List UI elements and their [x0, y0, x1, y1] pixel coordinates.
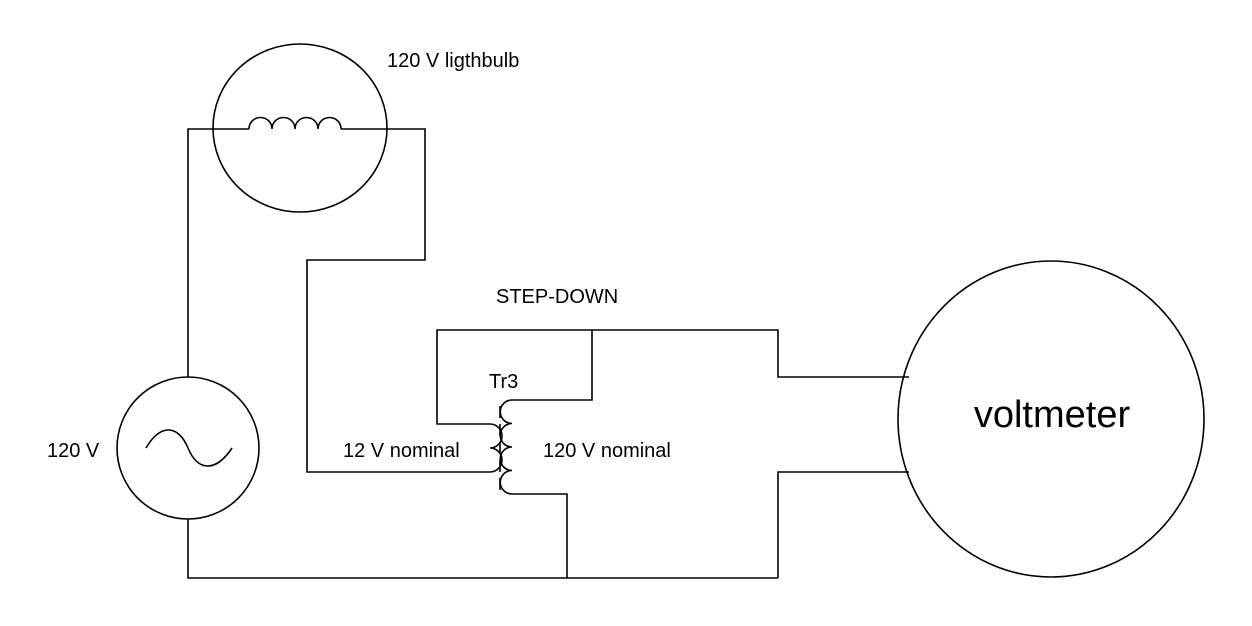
lightbulb [212, 43, 388, 213]
source-label: 120 V [47, 440, 100, 462]
transformer-type-label: STEP-DOWN [496, 286, 618, 308]
primary-winding-label: 12 V nominal [343, 440, 460, 462]
wire-bulb-to-primary [306, 128, 490, 473]
lightbulb-label: 120 V ligthbulb [387, 50, 519, 72]
wire-primary-top [436, 329, 909, 425]
meter-circle-icon [897, 260, 1205, 578]
secondary-winding-label: 120 V nominal [543, 440, 671, 462]
ac-sine-icon [145, 429, 233, 467]
lightbulb-globe [212, 43, 388, 213]
source-circle [116, 376, 260, 520]
wire-secondary-bottom [512, 493, 568, 578]
wire-source-to-bulb [187, 128, 249, 377]
transformer [489, 399, 513, 495]
filament-coil-icon [248, 116, 342, 130]
secondary-winding-coil [499, 399, 513, 495]
ac-source [116, 376, 260, 520]
wires [187, 128, 909, 579]
wire-secondary-top [512, 330, 593, 401]
wire-meter-bottom [777, 471, 909, 578]
wire-ground-bus [187, 519, 778, 579]
voltmeter [897, 260, 1205, 578]
voltmeter-label: voltmeter [974, 394, 1131, 436]
transformer-ref-label: Tr3 [489, 371, 518, 393]
